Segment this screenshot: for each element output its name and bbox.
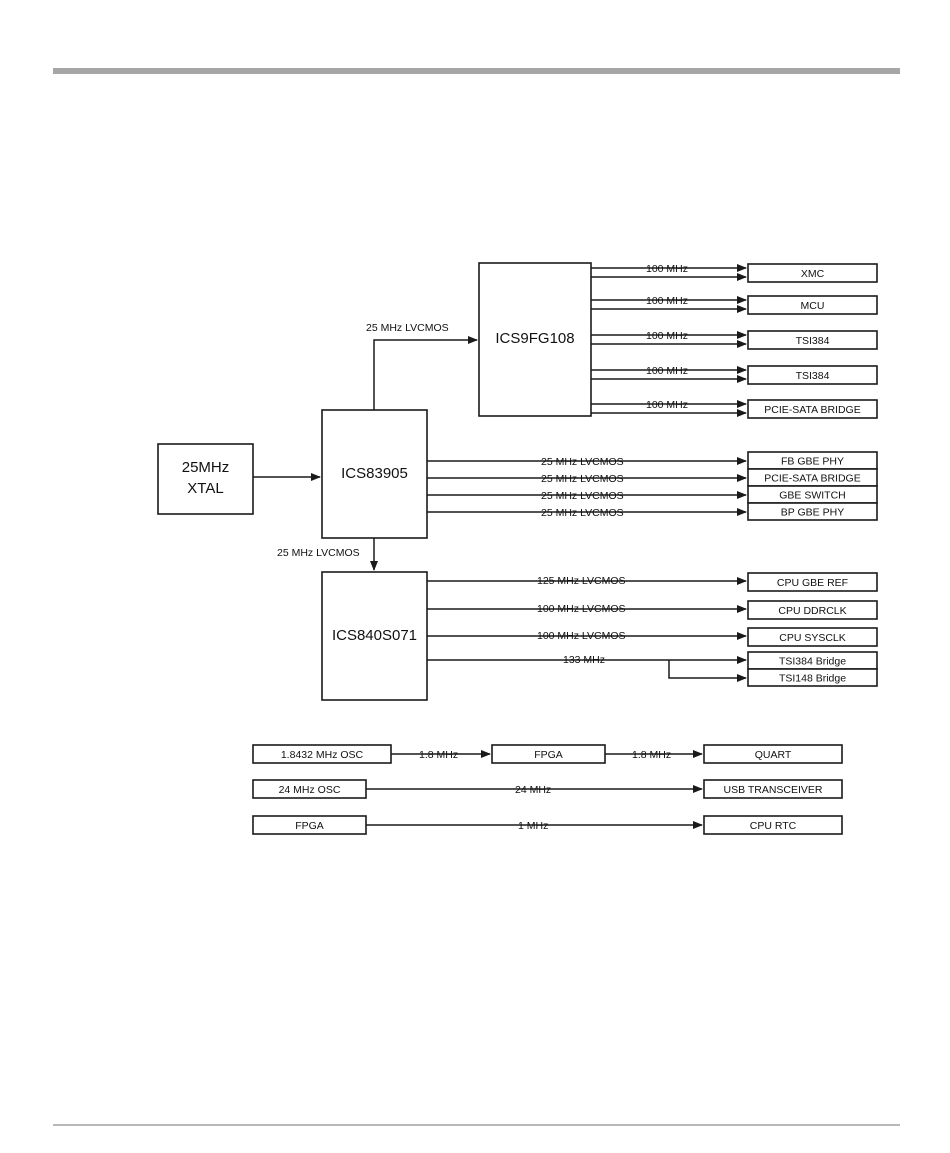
target-fb-gbe-phy: FB GBE PHY xyxy=(781,456,844,468)
target-tsi384-2: TSI384 xyxy=(796,370,830,382)
hub-b-output-tsi384-1: 100 MHz TSI384 xyxy=(591,330,878,350)
target-cpu-gbe-ref: CPU GBE REF xyxy=(777,577,848,589)
aux-middle-fpga: FPGA xyxy=(534,749,563,761)
target-bp-gbe-phy: BP GBE PHY xyxy=(781,507,844,519)
hub-a-output-pcie-sata-label: 25 MHz LVCMOS xyxy=(541,473,624,485)
hub-b-output-xmc-label: 100 MHz xyxy=(646,263,688,275)
hub-c-output-cpu-sysclk-label: 100 MHz LVCMOS xyxy=(537,630,626,642)
hub-b-output-tsi384-1-label: 100 MHz xyxy=(646,330,688,342)
hub-c-output-cpu-ddrclk-label: 100 MHz LVCMOS xyxy=(537,603,626,615)
hub-a-label: ICS83905 xyxy=(341,465,408,482)
hub-a-output-gbe-switch-label: 25 MHz LVCMOS xyxy=(541,490,624,502)
crystal-label-line1: 25MHz xyxy=(182,459,230,476)
target-mcu: MCU xyxy=(801,300,825,312)
hub-b-box xyxy=(478,262,592,417)
hub-a-output-pcie-sata: 25 MHz LVCMOS PCIE-SATA BRIDGE xyxy=(427,468,878,487)
hub-a-output-gbe-switch: 25 MHz LVCMOS GBE SWITCH xyxy=(427,485,878,504)
target-xmc: XMC xyxy=(801,268,825,280)
hub-a-output-bp-gbe-phy-label: 25 MHz LVCMOS xyxy=(541,507,624,519)
aux-target-usb-transceiver: USB TRANSCEIVER xyxy=(724,784,823,796)
hub-a-output-fb-gbe-phy: 25 MHz LVCMOS FB GBE PHY xyxy=(427,451,878,470)
hub-c-output-split: 133 MHz TSI384 Bridge TSI148 Bridge xyxy=(427,651,878,687)
aux-link-1-8mhz-a: 1.8 MHz xyxy=(419,749,458,761)
footer-rule xyxy=(53,1124,900,1126)
hub-b-output-mcu: 100 MHz MCU xyxy=(591,295,878,315)
hub-b-output-pcie-sata-label: 100 MHz xyxy=(646,399,688,411)
hub-c-output-cpu-ddrclk: 100 MHz LVCMOS CPU DDRCLK xyxy=(427,600,878,620)
hub-c-output-cpu-gbe-ref: 125 MHz LVCMOS CPU GBE REF xyxy=(427,572,878,592)
aux-source-osc-18432: 1.8432 MHz OSC xyxy=(281,749,364,761)
crystal-box xyxy=(157,443,254,515)
hub-a-to-hub-b-arrow xyxy=(373,336,478,410)
aux-link-1-8mhz-b: 1.8 MHz xyxy=(632,749,671,761)
aux-target-quart: QUART xyxy=(755,749,792,761)
hub-c-output-cpu-gbe-ref-label: 125 MHz LVCMOS xyxy=(537,575,626,587)
hub-b-output-xmc: 100 MHz XMC xyxy=(591,263,878,283)
hub-a-to-hub-b-label: 25 MHz LVCMOS xyxy=(366,322,449,334)
hub-b-output-tsi384-2: 100 MHz TSI384 xyxy=(591,365,878,385)
crystal-label-line2: XTAL xyxy=(187,480,223,497)
header-rule xyxy=(53,68,900,74)
aux-target-cpu-rtc: CPU RTC xyxy=(750,820,797,832)
hub-c-output-cpu-sysclk: 100 MHz LVCMOS CPU SYSCLK xyxy=(427,627,878,647)
target-tsi384-1: TSI384 xyxy=(796,335,830,347)
hub-c-label: ICS840S071 xyxy=(332,627,417,644)
target-tsi148-bridge: TSI148 Bridge xyxy=(779,673,846,685)
aux-source-fpga: FPGA xyxy=(295,820,324,832)
hub-b-output-tsi384-2-label: 100 MHz xyxy=(646,365,688,377)
aux-chain-usb: 24 MHz OSC 24 MHz USB TRANSCEIVER xyxy=(252,779,843,799)
hub-c-output-split-label: 133 MHz xyxy=(563,654,605,666)
aux-source-osc-24: 24 MHz OSC xyxy=(279,784,341,796)
hub-b-output-mcu-label: 100 MHz xyxy=(646,295,688,307)
aux-chain-uart: 1.8432 MHz OSC 1.8 MHz FPGA 1.8 MHz QUAR… xyxy=(252,744,843,764)
hub-a-output-fb-gbe-phy-label: 25 MHz LVCMOS xyxy=(541,456,624,468)
hub-a-to-hub-c-label: 25 MHz LVCMOS xyxy=(277,547,360,559)
target-tsi384-bridge: TSI384 Bridge xyxy=(779,656,846,668)
hub-b-output-pcie-sata: 100 MHz PCIE-SATA BRIDGE xyxy=(591,399,878,419)
aux-chain-rtc: FPGA 1 MHz CPU RTC xyxy=(252,815,843,835)
aux-link-24mhz: 24 MHz xyxy=(515,784,551,796)
hub-a-output-bp-gbe-phy: 25 MHz LVCMOS BP GBE PHY xyxy=(427,502,878,521)
target-cpu-ddrclk: CPU DDRCLK xyxy=(778,605,846,617)
target-pcie-sata-bridge-b: PCIE-SATA BRIDGE xyxy=(764,404,860,416)
hub-b-label: ICS9FG108 xyxy=(495,330,574,347)
target-gbe-switch: GBE SWITCH xyxy=(779,490,846,502)
target-cpu-sysclk: CPU SYSCLK xyxy=(779,632,846,644)
aux-link-1mhz: 1 MHz xyxy=(518,820,548,832)
target-pcie-sata-bridge-a: PCIE-SATA BRIDGE xyxy=(764,473,860,485)
